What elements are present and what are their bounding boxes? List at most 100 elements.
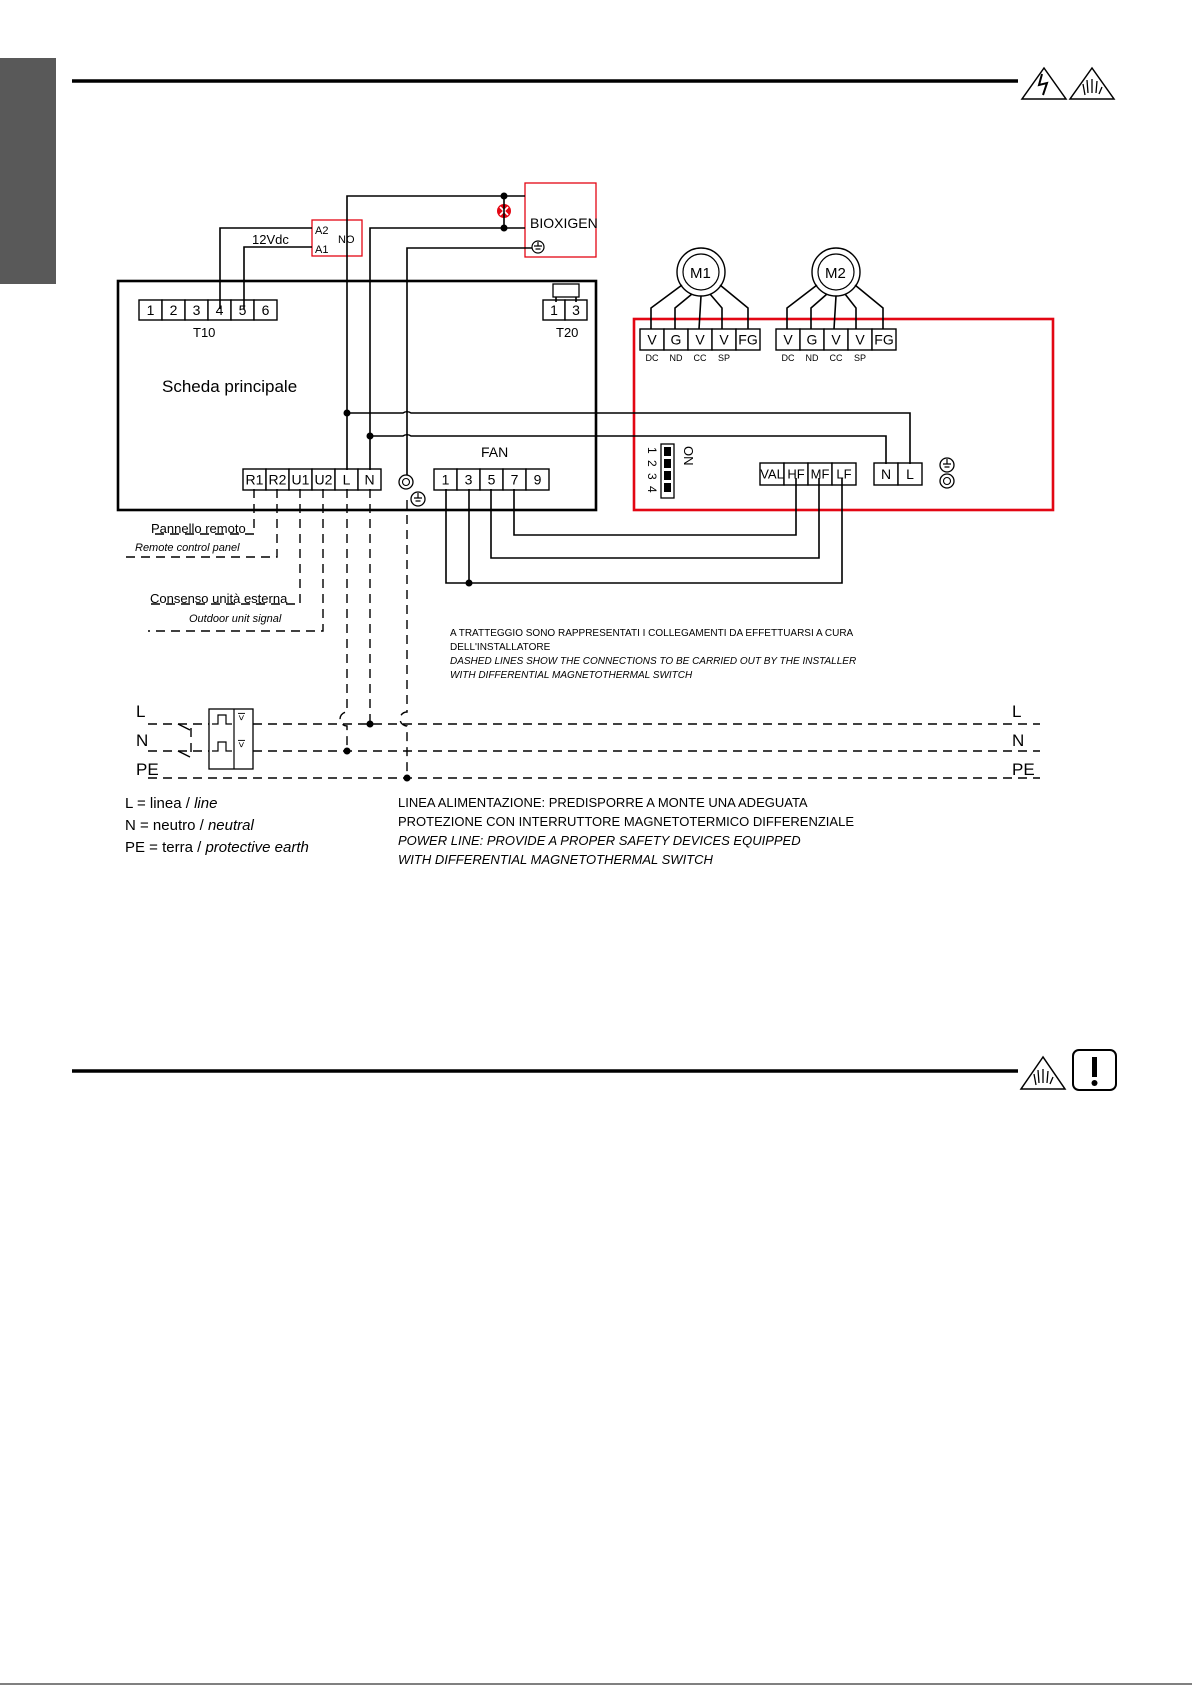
dip-number-1: 1 — [645, 447, 659, 454]
outdoor-signal-it: Consenso unità esterna — [150, 591, 288, 606]
speed-terminal-label: MF — [811, 467, 830, 482]
t20-terminal-label: 1 — [550, 302, 558, 318]
board-earth-screw-icon — [398, 474, 414, 490]
hand-caution-icon — [1019, 1055, 1067, 1090]
installer-note-en-2: WITH DIFFERENTIAL MAGNETOTHERMAL SWITCH — [450, 670, 693, 681]
motor-m1-label: M1 — [690, 265, 711, 282]
main-board-title: Scheda principale — [162, 377, 297, 396]
bioxigen-earth-icon — [531, 240, 545, 254]
terminal-sublabel: DC — [782, 353, 795, 363]
motor-power-terminal-label: L — [906, 466, 914, 482]
relay-voltage: 12Vdc — [252, 232, 289, 247]
fan-terminal-cell — [525, 468, 550, 491]
t10-label: T10 — [193, 325, 215, 340]
supply-pe-left: PE — [136, 760, 159, 779]
supply-n-left: N — [136, 731, 148, 750]
fan-label: FAN — [481, 444, 508, 460]
t10-terminal-label: 5 — [239, 302, 247, 318]
t10-terminal-label: 2 — [170, 302, 178, 318]
differential-switch — [177, 708, 254, 770]
outdoor-signal-en: Outdoor unit signal — [189, 613, 282, 625]
solid-wiring — [219, 192, 911, 587]
board-earth-icon — [410, 491, 426, 507]
legend-n: N = neutro / neutral — [125, 817, 255, 834]
m1-terminal-label: G — [671, 332, 682, 348]
terminal-sublabel: CC — [694, 353, 707, 363]
motor-m1: M1 — [676, 247, 726, 297]
remote-panel-en: Remote control panel — [135, 542, 240, 554]
m1-terminal-cell — [735, 328, 761, 351]
fan-terminal-label: 5 — [488, 472, 496, 488]
supply-l-left: L — [136, 702, 145, 721]
dip-number-4: 4 — [645, 486, 659, 493]
speed-terminal-cell — [831, 462, 857, 486]
m2-terminal-cell — [871, 328, 897, 351]
relay-box — [311, 219, 363, 257]
supply-l-right: L — [1012, 702, 1021, 721]
m2-terminal-label: G — [807, 332, 818, 348]
supply-n-right: N — [1012, 731, 1024, 750]
legend-pe: PE = terra / protective earth — [125, 839, 309, 856]
board-terminal-label: R2 — [269, 472, 287, 488]
t10-terminal-label: 1 — [147, 302, 155, 318]
board-terminal-label: L — [343, 472, 351, 488]
m1-terminal-sublabels: DC ND CC SP — [646, 353, 731, 363]
t20-label: T20 — [556, 325, 578, 340]
terminal-sublabel: ND — [670, 353, 683, 363]
power-note-it-1: LINEA ALIMENTAZIONE: PREDISPORRE A MONTE… — [398, 795, 808, 810]
m1-terminal-label: V — [719, 332, 729, 348]
switch-mark-2: I> — [235, 739, 246, 748]
bioxigen-label: BIOXIGEN — [530, 215, 598, 231]
speed-terminal-label: VAL — [760, 467, 784, 482]
motor-earth-icon — [939, 457, 955, 473]
exclamation-icon — [1072, 1049, 1117, 1091]
installer-note-it-1: A TRATTEGGIO SONO RAPPRESENTATI I COLLEG… — [450, 628, 854, 639]
hand-caution-icon — [1068, 66, 1116, 100]
m2-terminal-label: V — [783, 332, 793, 348]
t20-terminal-label: 3 — [572, 302, 580, 318]
t10-terminal-label: 3 — [193, 302, 201, 318]
board-terminal-label: U2 — [315, 472, 333, 488]
fan-terminal-label: 3 — [465, 472, 473, 488]
dashed-wiring — [122, 489, 1040, 782]
main-board — [116, 279, 598, 512]
switch-mark-1: I> — [235, 712, 246, 721]
m2-terminal-label: V — [831, 332, 841, 348]
motor-power-terminal-label: N — [881, 466, 891, 482]
dip-number-2: 2 — [645, 460, 659, 467]
speed-terminal-label: HF — [787, 467, 804, 482]
installer-note-it-2: DELL'INSTALLATORE — [450, 642, 551, 653]
m2-terminal-label: FG — [874, 332, 893, 348]
terminal-sublabel: ND — [806, 353, 819, 363]
terminal-sublabel: DC — [646, 353, 659, 363]
board-terminal-label: R1 — [246, 472, 264, 488]
terminal-sublabel: SP — [854, 353, 866, 363]
t20-bridge — [552, 283, 580, 298]
dip-switch — [660, 443, 675, 499]
side-tab — [0, 58, 56, 284]
relay-a1: A1 — [315, 244, 328, 256]
m2-terminal-label: V — [855, 332, 865, 348]
board-terminal-label: N — [364, 472, 374, 488]
m1-terminal-label: V — [695, 332, 705, 348]
terminal-sublabel: SP — [718, 353, 730, 363]
t10-terminal-cell — [253, 299, 278, 321]
t10-terminal-label: 4 — [216, 302, 224, 318]
speed-terminal-label: LF — [836, 467, 851, 482]
power-note-it-2: PROTEZIONE CON INTERRUTTORE MAGNETOTERMI… — [398, 814, 854, 829]
motor-earth-screw-icon — [939, 473, 955, 489]
power-note-en-2: WITH DIFFERENTIAL MAGNETOTHERMAL SWITCH — [398, 852, 714, 867]
m2-terminal-sublabels: DC ND CC SP — [782, 353, 867, 363]
terminal-sublabel: CC — [830, 353, 843, 363]
motor-m2: M2 — [811, 247, 861, 297]
voltage-warning-icon — [1020, 66, 1068, 100]
fan-terminal-label: 9 — [534, 472, 542, 488]
